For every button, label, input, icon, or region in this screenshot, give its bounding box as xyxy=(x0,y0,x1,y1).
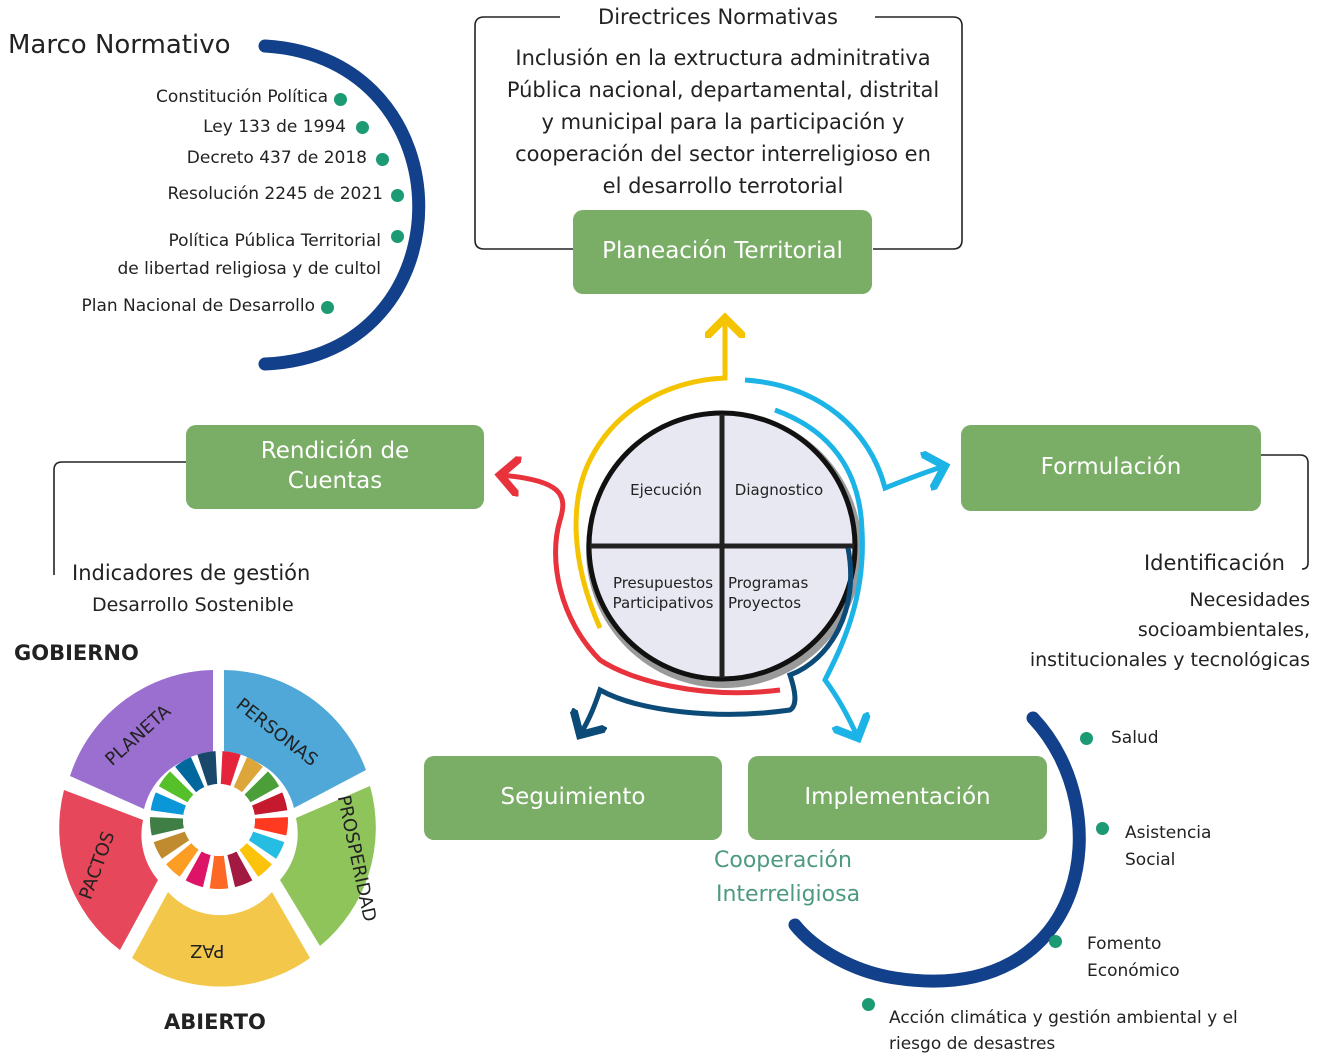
directrices-line: cooperación del sector interreligioso en xyxy=(515,142,931,166)
ods-ring xyxy=(59,670,376,987)
cyan-arc xyxy=(744,377,945,492)
bullet-dot xyxy=(862,998,875,1011)
sector-asistencia-2: Social xyxy=(1125,850,1176,870)
formulacion-note-title: Identificación xyxy=(1143,551,1285,575)
sectors-arc xyxy=(788,711,1086,988)
sector-accion-2: riesgo de desastres xyxy=(889,1034,1056,1054)
sdg-segment xyxy=(185,851,211,888)
sdg-segment xyxy=(197,751,218,786)
directrices-line: y municipal para la participación y xyxy=(541,110,905,134)
sector-fomento-1: Fomento xyxy=(1087,934,1162,954)
sector-salud: Salud xyxy=(1111,728,1159,748)
sdg-segment xyxy=(150,817,184,836)
marco-arc xyxy=(258,39,426,371)
seguimiento-label: Seguimiento xyxy=(500,784,646,811)
bullet-dot xyxy=(391,230,404,243)
cycle-presupuestos-2: Participativos xyxy=(612,593,714,612)
darkblue-arc xyxy=(580,547,854,735)
sdg-segment xyxy=(150,792,187,815)
sdg-segment xyxy=(166,843,199,877)
sdg-segment xyxy=(153,831,190,859)
ods-paz: PAZ xyxy=(190,940,225,961)
sdg-segment xyxy=(220,751,241,786)
sector-asistencia-1: Asistencia xyxy=(1125,823,1212,843)
rendicion-label-1: Rendición de xyxy=(260,438,410,465)
rendicion-note-1: Indicadores de gestión xyxy=(72,561,311,585)
sdg-segment xyxy=(244,771,280,803)
directrices-line: Pública nacional, departamental, distrit… xyxy=(506,78,940,102)
implementacion-box[interactable]: Implementación xyxy=(748,756,1047,840)
blue-arc xyxy=(774,407,862,738)
rendicion-bracket xyxy=(53,461,186,575)
bullet-dot xyxy=(321,301,334,314)
rendicion-box[interactable]: Rendición de Cuentas xyxy=(186,425,484,509)
bullet-dot xyxy=(1096,822,1109,835)
planeacion-box[interactable]: Planeación Territorial xyxy=(573,210,872,294)
formulacion-note-2: socioambientales, xyxy=(1137,619,1310,641)
directrices-title: Directrices Normativas xyxy=(568,5,868,29)
marco-item-resolucion: Resolución 2245 de 2021 xyxy=(167,184,384,204)
sector-accion-1: Acción climática y gestión ambiental y e… xyxy=(889,1008,1238,1028)
marco-item-plan: Plan Nacional de Desarrollo xyxy=(81,296,315,316)
marco-item-ley: Ley 133 de 1994 xyxy=(203,117,346,137)
formulacion-note-1: Necesidades xyxy=(1189,589,1310,611)
sdg-segment xyxy=(254,817,288,836)
seguimiento-box[interactable]: Seguimiento xyxy=(424,756,722,840)
red-arc xyxy=(500,475,781,696)
cycle-diagnostico: Diagnostico xyxy=(734,481,824,499)
cycle-programas-2: Proyectos xyxy=(728,593,802,612)
sdg-segment xyxy=(239,843,272,877)
sdg-segment xyxy=(251,792,288,815)
sdg-segment xyxy=(233,756,263,793)
directrices-line: el desarrollo terrotorial xyxy=(602,174,844,198)
sdg-segment xyxy=(158,771,194,803)
marco-item-constitucion: Constitución Política xyxy=(155,87,328,107)
cycle-presupuestos-1: Presupuestos xyxy=(612,574,714,592)
cooperacion-line-1: Cooperación xyxy=(714,848,852,873)
planeacion-label: Planeación Territorial xyxy=(602,238,843,265)
directrices-line: Inclusión en la extructura adminitrativa xyxy=(515,46,931,70)
formulacion-label: Formulación xyxy=(1040,454,1182,481)
yellow-arc xyxy=(573,318,725,630)
cycle-programas: Programas Proyectos xyxy=(728,574,820,613)
sdg-segment xyxy=(175,756,205,793)
sector-fomento-2: Económico xyxy=(1087,961,1180,981)
bullet-dot xyxy=(356,121,369,134)
implementacion-label: Implementación xyxy=(804,784,991,811)
formulacion-note-3: institucionales y tecnológicas xyxy=(1029,649,1310,671)
cycle-programas-1: Programas xyxy=(728,574,809,592)
rendicion-note-2: Desarrollo Sostenible xyxy=(92,594,294,616)
marco-item-politica-2: de libertad religiosa y de cultol xyxy=(117,259,381,279)
ods-title-top: GOBIERNO xyxy=(14,641,139,665)
formulacion-box[interactable]: Formulación xyxy=(961,425,1261,511)
sdg-wheel xyxy=(150,751,288,889)
bullet-dot xyxy=(1049,935,1062,948)
bullet-dot xyxy=(391,189,404,202)
bullet-dot xyxy=(334,93,347,106)
directrices-bracket xyxy=(474,16,573,250)
bullet-dot xyxy=(376,153,389,166)
bullet-dot xyxy=(1080,732,1093,745)
sdg-segment xyxy=(248,831,285,859)
cycle-presupuestos: Presupuestos Participativos xyxy=(604,574,722,613)
rendicion-label-2: Cuentas xyxy=(287,468,383,494)
marco-item-politica: Política Pública Territorial xyxy=(168,231,381,251)
formulacion-bracket xyxy=(1261,454,1309,570)
directrices-text: Inclusión en la extructura adminitrativa… xyxy=(478,42,968,202)
cooperacion-line-2: Interreligiosa xyxy=(716,882,861,907)
sdg-segment xyxy=(209,855,229,889)
marco-title: Marco Normativo xyxy=(8,30,231,60)
cycle-ejecucion: Ejecución xyxy=(630,481,702,499)
marco-item-decreto: Decreto 437 de 2018 xyxy=(186,148,367,168)
sdg-segment xyxy=(227,851,253,888)
ods-title-bottom: ABIERTO xyxy=(164,1010,266,1034)
